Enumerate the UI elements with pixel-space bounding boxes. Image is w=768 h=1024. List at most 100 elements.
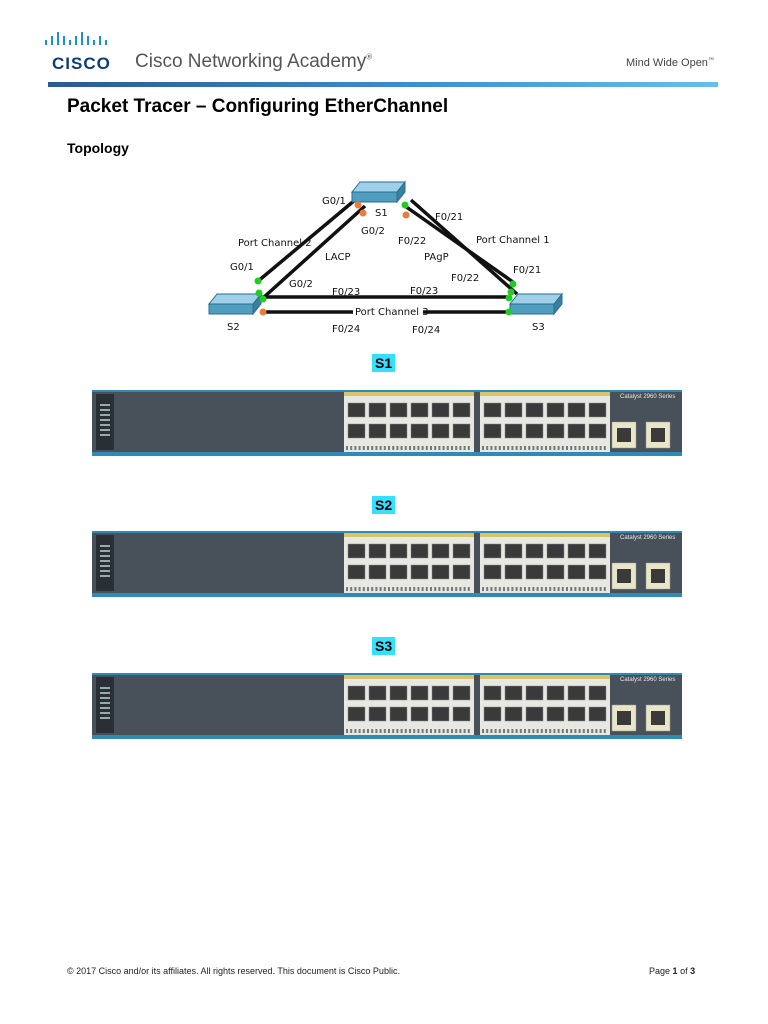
port-channel-3-label: Port Channel 3 [355, 307, 429, 318]
ethernet-port [567, 402, 586, 418]
port-channel-2-label: Port Channel 2 [238, 238, 312, 249]
ethernet-port [567, 543, 586, 559]
ethernet-port [347, 423, 366, 439]
switch-s2-icon [207, 292, 263, 316]
ethernet-port [483, 706, 502, 722]
port-channel-1-label: Port Channel 1 [476, 235, 550, 246]
s3-panel-label: S3 [372, 637, 396, 655]
uplink-port [645, 421, 671, 449]
switch-front-panel-graphic: Catalyst 2960 Series [92, 531, 682, 597]
ethernet-port [368, 423, 387, 439]
ethernet-port [347, 543, 366, 559]
ethernet-port [588, 402, 607, 418]
ethernet-port [483, 685, 502, 701]
ethernet-port [347, 402, 366, 418]
ethernet-port [567, 706, 586, 722]
s3-f023-label: F0/23 [410, 286, 438, 297]
link-s1-s2-b [261, 204, 367, 300]
ethernet-port [588, 706, 607, 722]
ethernet-port [567, 685, 586, 701]
ethernet-port [431, 402, 450, 418]
ethernet-port [410, 543, 429, 559]
ethernet-port [546, 423, 565, 439]
cisco-logo-text: CISCO [52, 54, 111, 73]
ethernet-port [431, 543, 450, 559]
switch-panel-s2: Catalyst 2960 Series [92, 531, 682, 597]
ethernet-port [452, 402, 471, 418]
s2-g01-label: G0/1 [230, 262, 254, 273]
brand-name: Cisco Networking Academy® [135, 51, 373, 72]
ethernet-port [525, 402, 544, 418]
header-divider [48, 82, 718, 87]
uplink-port [645, 704, 671, 732]
ethernet-port [567, 564, 586, 580]
ethernet-port [546, 402, 565, 418]
switch-s3-label: S3 [532, 322, 545, 333]
s3-f022-label: F0/22 [451, 273, 479, 284]
ethernet-port [483, 543, 502, 559]
ethernet-port [368, 402, 387, 418]
ethernet-port [525, 564, 544, 580]
ethernet-port [504, 706, 523, 722]
ethernet-port [546, 706, 565, 722]
topology-diagram: S1 S2 S3 G0/1 G0/2 F0/21 F0/22 Port Chan… [207, 180, 564, 336]
ethernet-port [368, 685, 387, 701]
ethernet-port [546, 543, 565, 559]
port-status-dots [254, 201, 517, 316]
s1-f021-label: F0/21 [435, 212, 463, 223]
ethernet-port [588, 543, 607, 559]
ethernet-port [347, 564, 366, 580]
port-block [480, 533, 610, 593]
s2-g02-label: G0/2 [289, 279, 313, 290]
switch-model-text: Catalyst 2960 Series [620, 394, 675, 400]
port-block [344, 392, 474, 452]
switch-panel-s3: Catalyst 2960 Series [92, 673, 682, 739]
ethernet-port [431, 706, 450, 722]
footer-copyright: © 2017 Cisco and/or its affiliates. All … [67, 966, 400, 976]
s3-f024-label: F0/24 [412, 325, 440, 336]
switch-s2-label: S2 [227, 322, 240, 333]
pagp-label: PAgP [424, 252, 449, 263]
ethernet-port [389, 706, 408, 722]
ethernet-port [389, 685, 408, 701]
ethernet-port [452, 564, 471, 580]
ethernet-port [410, 564, 429, 580]
link-s1-s2-a [255, 198, 357, 284]
ethernet-port [389, 402, 408, 418]
ethernet-port [525, 543, 544, 559]
ethernet-port [452, 423, 471, 439]
ethernet-port [504, 423, 523, 439]
status-led-block [96, 677, 114, 733]
ethernet-port [588, 564, 607, 580]
switch-s3-icon [508, 292, 564, 316]
switch-s1-icon [350, 180, 407, 204]
ethernet-port [410, 706, 429, 722]
ethernet-port [504, 685, 523, 701]
link-s1-s3-b [409, 198, 519, 296]
lacp-label: LACP [325, 252, 350, 263]
ethernet-port [431, 564, 450, 580]
document-title: Packet Tracer – Configuring EtherChannel [67, 96, 449, 117]
ethernet-port [504, 543, 523, 559]
ethernet-port [368, 564, 387, 580]
ethernet-port [452, 685, 471, 701]
s3-f021-label: F0/21 [513, 265, 541, 276]
ethernet-port [525, 685, 544, 701]
ethernet-port [588, 685, 607, 701]
ethernet-port [431, 685, 450, 701]
ethernet-port [483, 402, 502, 418]
ethernet-port [525, 706, 544, 722]
ethernet-port [504, 564, 523, 580]
s1-f022-label: F0/22 [398, 236, 426, 247]
ethernet-port [389, 543, 408, 559]
switch-panel-s1: Catalyst 2960 Series [92, 390, 682, 456]
ethernet-port [504, 402, 523, 418]
ethernet-port [410, 402, 429, 418]
port-block [480, 392, 610, 452]
port-block [480, 675, 610, 735]
ethernet-port [452, 543, 471, 559]
ethernet-port [546, 564, 565, 580]
ethernet-port [368, 543, 387, 559]
ethernet-port [389, 564, 408, 580]
ethernet-port [525, 423, 544, 439]
